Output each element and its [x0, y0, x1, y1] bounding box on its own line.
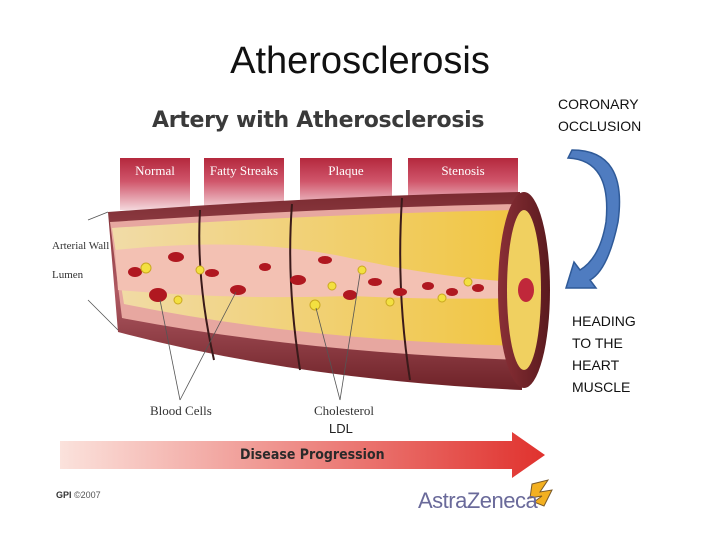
disease-progression-label: Disease Progression [240, 447, 385, 463]
ldl-annotation: LDL [329, 421, 353, 436]
note-line: OCCLUSION [558, 118, 642, 134]
note-line: TO THE [572, 335, 623, 351]
slide-title: Atherosclerosis [230, 40, 490, 82]
astrazeneca-logo-mark [529, 479, 553, 507]
figure-title: Artery with Atherosclerosis [152, 108, 485, 133]
blood-cells-group [128, 252, 484, 302]
gpi-credit-year: ©2007 [74, 490, 101, 500]
astrazeneca-logo-text: AstraZeneca [418, 488, 538, 513]
coronary-occlusion-note: CORONARY OCCLUSION [558, 93, 641, 137]
note-line: HEART [572, 357, 620, 373]
label-arterial-wall: Arterial Wall [52, 240, 110, 252]
label-blood-cells: Blood Cells [150, 403, 212, 418]
stage-tab-fatty-streaks: Fatty Streaks [204, 158, 284, 210]
note-line: HEADING [572, 313, 636, 329]
stage-tab-normal: Normal [120, 158, 190, 210]
heading-to-heart-note: HEADING TO THE HEART MUSCLE [572, 310, 636, 398]
label-cholesterol: Cholesterol [314, 403, 374, 418]
cholesterol-group [140, 262, 473, 311]
gpi-credit-name: GPI [56, 490, 72, 500]
gpi-credit: GPI ©2007 [56, 490, 101, 500]
disease-progression-arrow [60, 432, 545, 478]
lumen [115, 244, 518, 299]
note-line: CORONARY [558, 96, 639, 112]
label-lumen: Lumen [52, 269, 84, 281]
note-line: MUSCLE [572, 379, 631, 395]
curved-arrow-shape [564, 149, 621, 289]
